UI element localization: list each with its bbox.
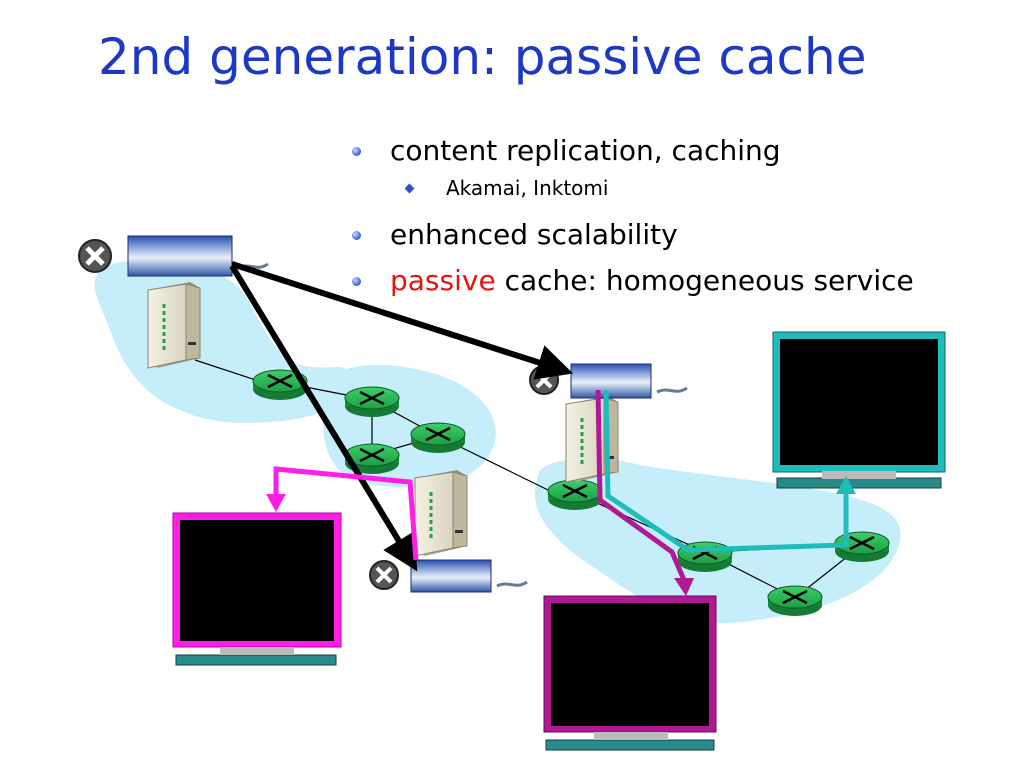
bullet-dot-icon: [352, 231, 361, 240]
router-icon: [252, 369, 308, 400]
bullet-passive-cache: passive cache: homogeneous service: [350, 263, 1010, 303]
request-arrow: [229, 264, 418, 572]
router-icon: [547, 479, 603, 510]
cyan-delivery-path: [603, 389, 856, 553]
purple-delivery-path: [595, 389, 694, 596]
router-icon: [344, 386, 400, 417]
bullet-text: content replication, caching: [390, 134, 781, 167]
router-icon: [344, 443, 400, 474]
slide-title: 2nd generation: passive cache: [98, 28, 867, 86]
network-cloud-middle: [323, 364, 496, 488]
bullet-enhanced-scalability: enhanced scalability: [350, 217, 1010, 257]
request-arrow: [231, 261, 574, 380]
bullet-dot-icon: [352, 147, 361, 156]
sub-bullet-akamai: Akamai, Inktomi: [350, 173, 1010, 211]
monitor-purple-icon: [543, 595, 717, 751]
bullet-list: content replication, caching Akamai, Ink…: [350, 133, 1010, 303]
magenta-delivery-path: [266, 466, 419, 561]
sub-bullet-text: Akamai, Inktomi: [446, 176, 609, 200]
network-cloud-right: [535, 458, 901, 624]
router-icon: [410, 422, 466, 453]
monitor-cyan-icon: [772, 331, 946, 489]
server-banner-icon: [369, 559, 528, 593]
server-tower-icon: [414, 470, 468, 557]
router-icon: [767, 585, 823, 616]
server-tower-icon: [147, 282, 201, 369]
bullet-text: enhanced scalability: [390, 218, 678, 251]
bullet-content-replication: content replication, caching: [350, 133, 1010, 173]
highlight-word: passive: [390, 264, 496, 297]
bullet-dot-icon: [352, 277, 361, 286]
bullet-text: cache: homogeneous service: [495, 264, 914, 297]
monitor-magenta-icon: [172, 512, 342, 666]
server-tower-icon: [565, 396, 619, 483]
server-banner-icon: [78, 235, 269, 277]
